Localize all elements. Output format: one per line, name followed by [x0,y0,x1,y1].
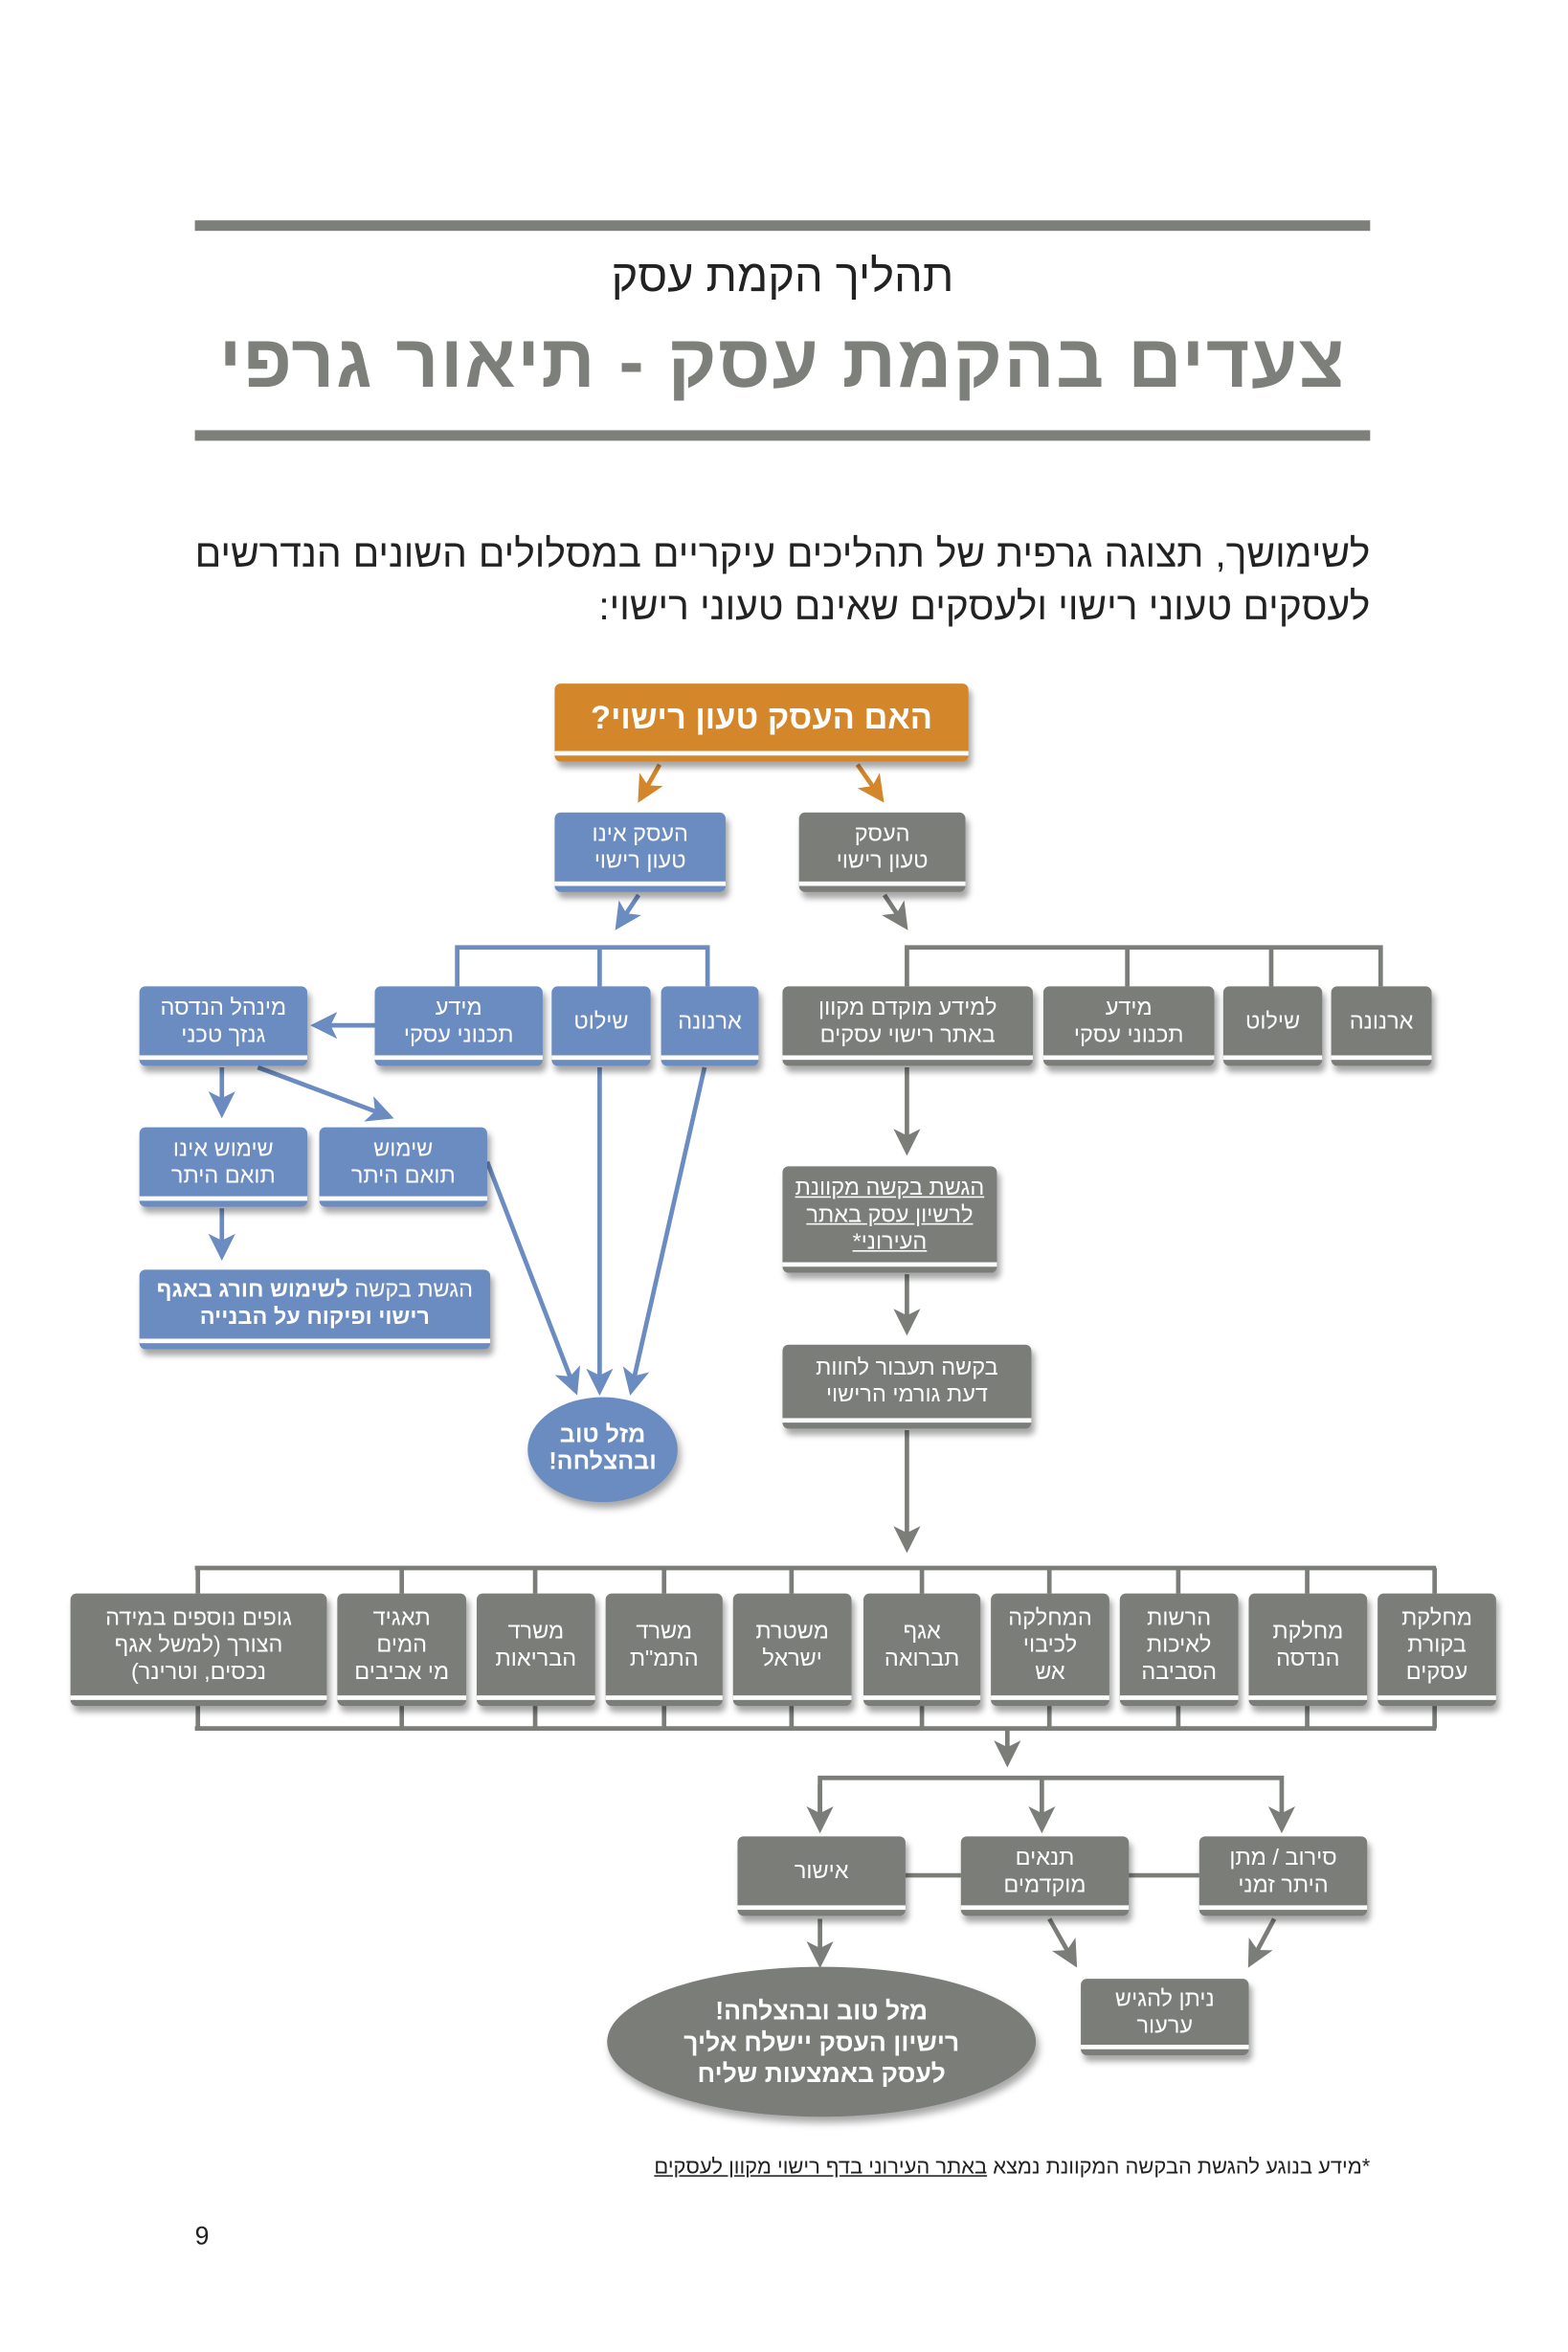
page-title: צעדים בהקמת עסק - תיאור גרפי [218,319,1347,404]
authority-box: הרשות לאיכות הסביבה [1119,1593,1239,1707]
exceptional-use-bold: לשימוש חורג באגף רישוי ופיקוח על הבנייה [156,1277,430,1331]
required-box: העסק טעון רישוי [798,812,966,892]
congrats-gray-ellipse: מזל טוב ובהצלחה! רישיון העסק יישלח אליך … [607,1966,1037,2117]
bottom-rule [194,430,1371,441]
arnona-box-blue: ארנונה [661,986,759,1066]
exceptional-use-normal: הגשת בקשה [347,1277,474,1303]
planning-info-box-blue: מידע תכנוני עסקי [374,986,543,1066]
page-subtitle: תהליך הקמת עסק [611,252,954,302]
online-request-link[interactable]: הגשת בקשה מקוונת לרשיון עסק באתר העירוני… [782,1166,997,1273]
authority-box: משרד התמ"ת [605,1593,723,1707]
intro-paragraph: לשימושך, תצוגה גרפית של תהליכים עיקריים … [194,530,1371,629]
page-number: 9 [194,2221,210,2251]
transfer-request-box: בקשה תעבור לחוות דעת גורמי הרישוי [782,1344,1032,1429]
top-rule [194,220,1371,232]
engineering-archive-box: מינהל הנדסה גנזך טכני [139,986,308,1066]
authority-box: גופים נוספים במידה הצורך (למשל אגף נכסים… [70,1593,327,1707]
authority-box: אגף תברואה [863,1593,981,1707]
authority-box: משטרת ישראל [732,1593,852,1707]
preconditions-box: תנאים מוקדמים [960,1836,1130,1916]
signage-box-blue: שילוט [551,986,651,1066]
blue-connectors [208,893,710,1396]
question-box: האם העסק טעון רישוי? [554,683,969,762]
footnote: *מידע בנוגע להגשת הבקשה המקוונת נמצא באת… [654,2154,1370,2178]
appeal-box: ניתן להגיש ערעור [1081,1979,1249,2055]
planning-info-box: מידע תכנוני עסקי [1042,986,1215,1066]
authority-box: משרד הבריאות [476,1593,595,1707]
exceptional-use-box: הגשת בקשה לשימוש חורג באגף רישוי ופיקוח … [139,1269,491,1350]
footnote-text: *מידע בנוגע להגשת הבקשה המקוונת נמצא [987,2154,1371,2179]
gray-connectors [194,893,1438,1969]
not-required-box: העסק אינו טעון רישוי [554,812,726,892]
authority-box: המחלקה לכיבוי אש [991,1593,1109,1707]
authority-box: תאגיד המים מי אביבים [337,1593,467,1707]
authority-box: מחלקת הנדסה [1248,1593,1368,1707]
use-not-match-box: שימוש אינו תואם היתר [139,1127,308,1207]
signage-box: שילוט [1222,986,1323,1066]
authority-box: מחלקת בקורת עסקים [1378,1593,1496,1707]
arnona-box: ארנונה [1331,986,1432,1066]
congrats-blue-ellipse: מזל טוב ובהצלחה! [527,1397,678,1503]
footnote-link[interactable]: באתר העירוני בדף רישוי מקוון לעסקים [654,2154,988,2179]
use-match-box: שימוש תואם היתר [319,1127,487,1207]
online-info-box: למידע מוקדם מקוון באתר רישוי עסקים [782,986,1033,1066]
approval-box: אישור [737,1836,906,1916]
orange-arrows [638,763,885,803]
refusal-box: סירוב / מתן היתר זמני [1198,1836,1368,1916]
